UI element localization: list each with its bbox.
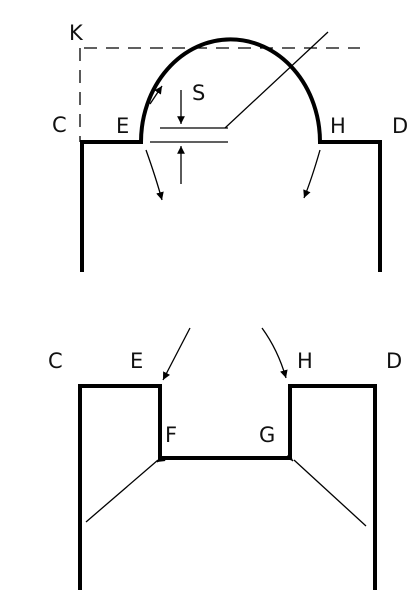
top-diagonal-radius-line — [224, 31, 329, 129]
label-c-top: C — [52, 113, 67, 137]
bottom-line-from-f — [85, 459, 159, 523]
label-e-bottom: E — [130, 349, 143, 373]
bottom-arrowhead-f — [156, 454, 166, 463]
top-right-flow-arrow — [303, 149, 321, 199]
label-e-top: E — [116, 114, 129, 138]
label-f: F — [165, 423, 177, 447]
top-figure: K C E S H D — [52, 21, 408, 272]
label-g: G — [259, 423, 275, 447]
bottom-line-from-g — [293, 459, 367, 527]
top-left-flow-arrow — [145, 149, 164, 201]
bottom-arrowhead-g — [284, 452, 294, 462]
label-c-bottom: C — [48, 349, 63, 373]
top-profile-outline — [80, 37, 382, 272]
bottom-profile-outline — [78, 384, 377, 590]
label-h-top: H — [330, 114, 346, 138]
bottom-arrow-to-e — [162, 327, 191, 381]
top-arc-arrow — [149, 85, 163, 105]
label-d-bottom: D — [386, 349, 402, 373]
bottom-figure: C E H D F G — [48, 327, 402, 590]
label-h-bottom: H — [297, 349, 313, 373]
bottom-arrow-to-h — [261, 327, 288, 379]
label-s: S — [192, 81, 205, 105]
label-k: K — [69, 21, 84, 45]
label-d-top: D — [392, 114, 408, 138]
